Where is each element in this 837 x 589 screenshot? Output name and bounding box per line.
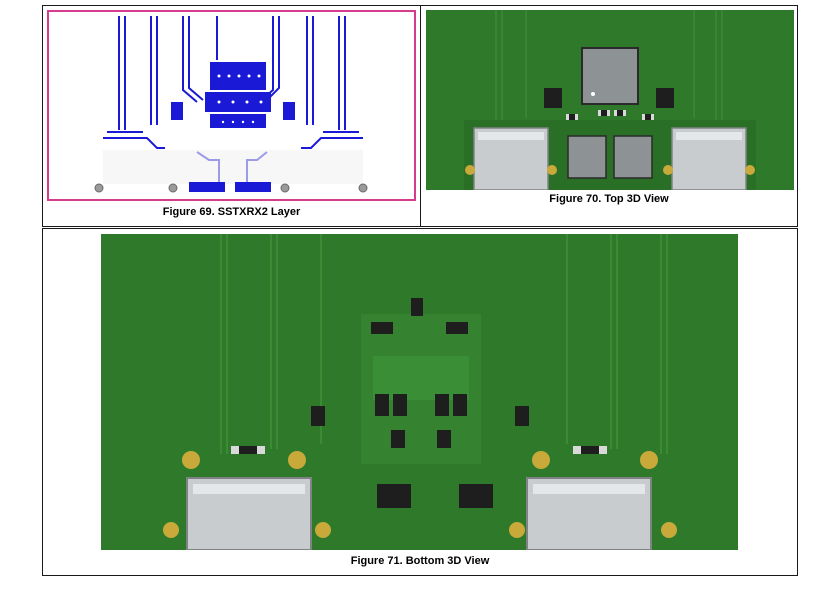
figure-69-caption: Figure 69. SSTXRX2 Layer (162, 206, 301, 218)
sstxrx2-layer-drawing (47, 10, 416, 201)
bottom-3d-view-image (101, 234, 738, 550)
sstxrx2-layer-image (47, 10, 416, 201)
figure-71-caption: Figure 71. Bottom 3D View (350, 555, 490, 567)
bottom-3d-view-drawing (101, 234, 738, 550)
figure-70-cell: Figure 70. Top 3D View (420, 5, 798, 227)
top-3d-view-drawing (426, 10, 794, 190)
figure-69-cell: Figure 69. SSTXRX2 Layer (42, 5, 421, 227)
top-3d-view-image (426, 10, 794, 190)
figure-70-caption: Figure 70. Top 3D View (549, 193, 669, 205)
figure-71-cell: Figure 71. Bottom 3D View (42, 228, 798, 576)
